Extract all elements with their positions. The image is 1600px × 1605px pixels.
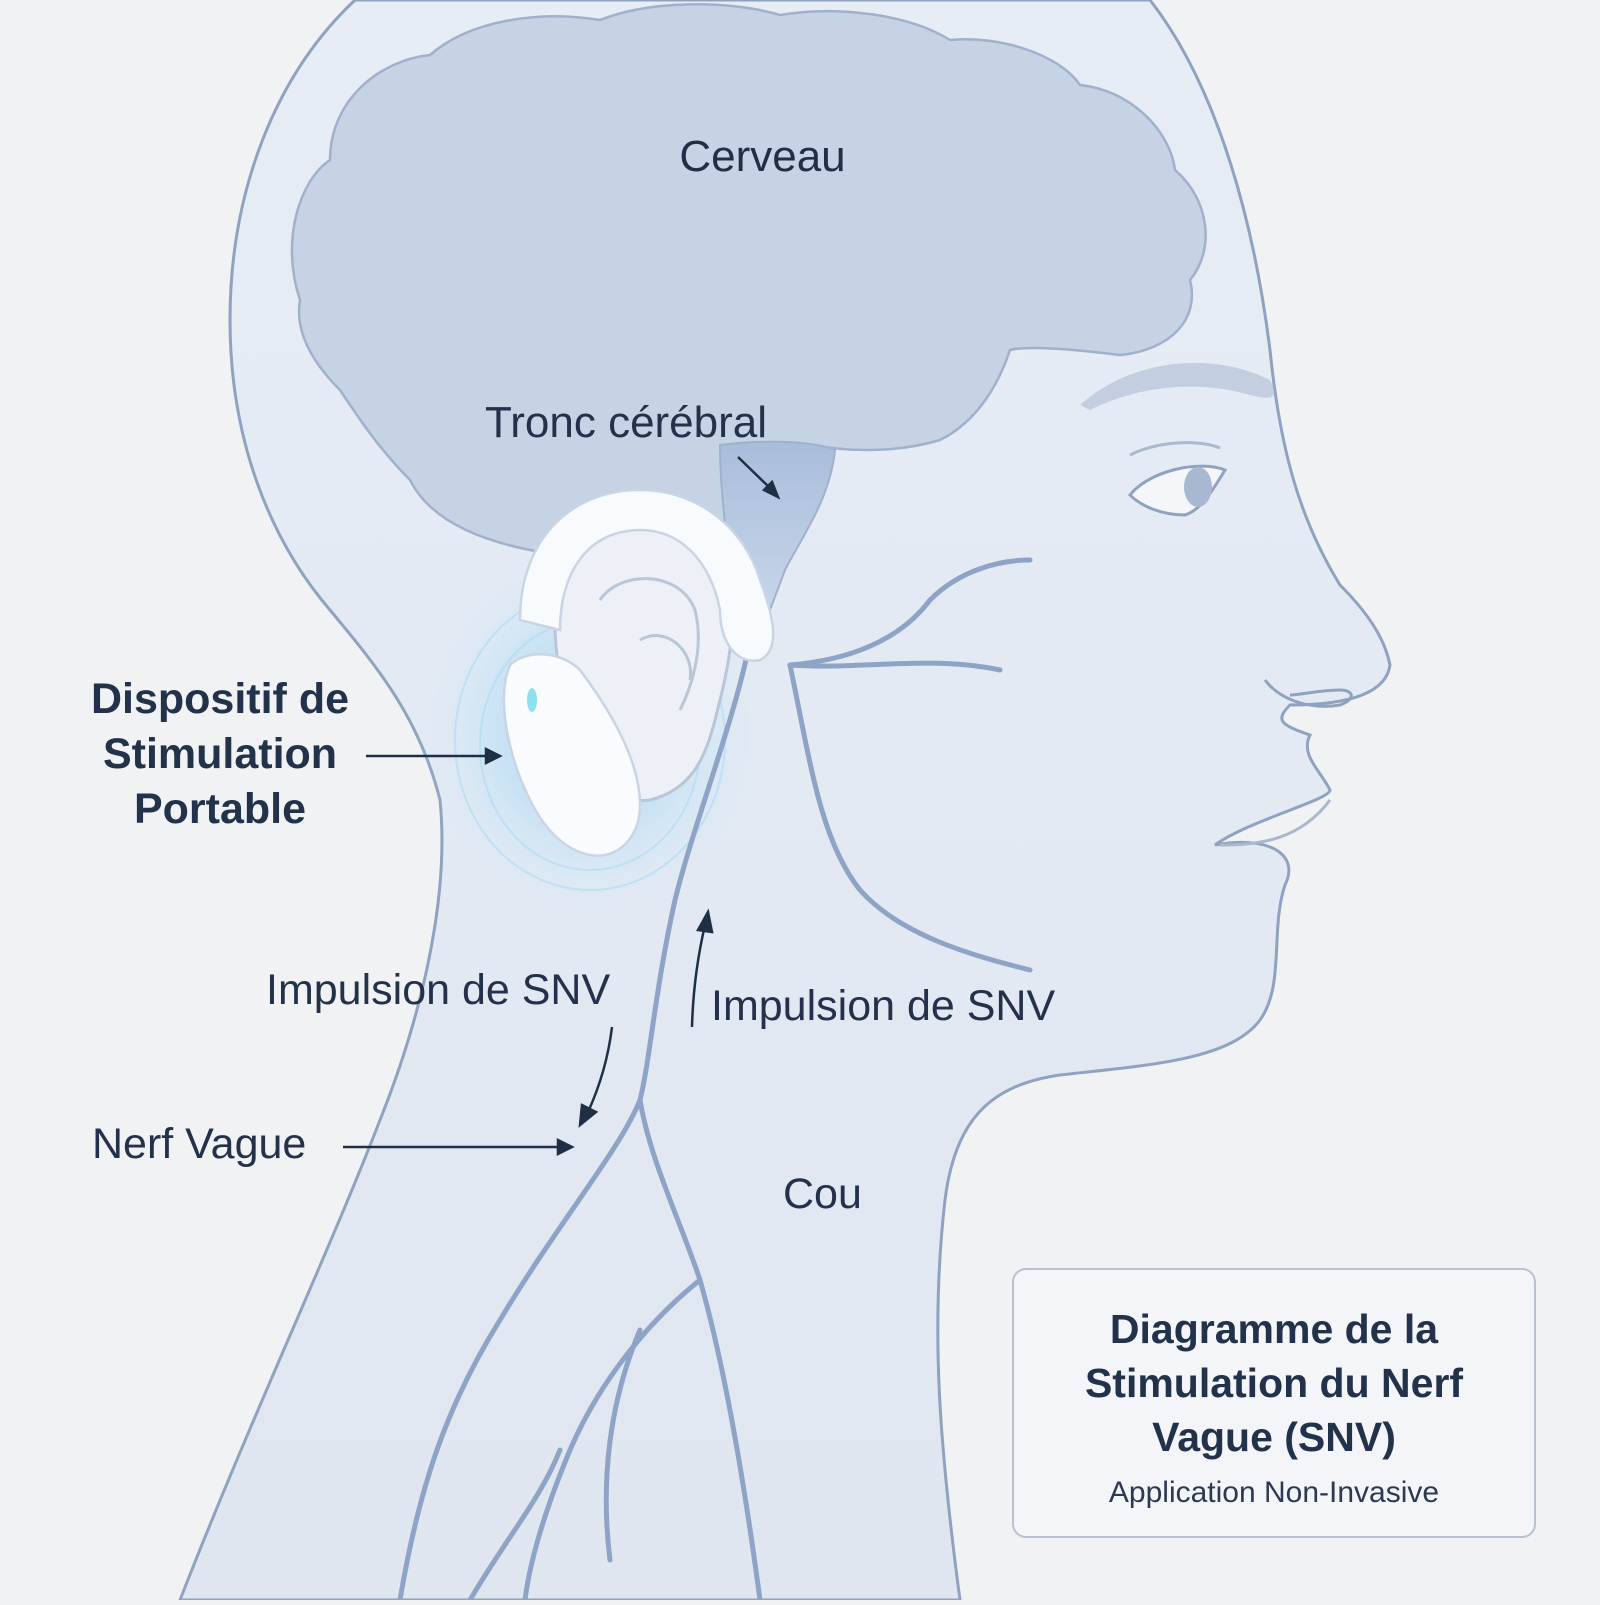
stimulation-device	[502, 488, 775, 858]
brain-label: Cerveau	[679, 132, 846, 181]
device-label: Dispositif de Stimulation Portable	[90, 675, 350, 833]
brainstem-arrow	[737, 456, 773, 491]
nostril	[1263, 679, 1353, 708]
brainstem-label: Tronc cérébral	[485, 398, 768, 447]
impulse-up-arrow	[690, 924, 707, 1028]
annotation-arrows	[343, 456, 781, 1157]
title-box: Diagramme de la Stimulation du Nerf Vagu…	[1012, 1268, 1536, 1538]
impulse-label-right: Impulsion de SNV	[711, 982, 1056, 1030]
impulse-down-arrow	[586, 1026, 614, 1113]
vagus-nerve	[397, 557, 1033, 1603]
diagram-title: Diagramme de la Stimulation du Nerf Vagu…	[1084, 1306, 1464, 1460]
vagus-nerve-label: Nerf Vague	[92, 1120, 307, 1168]
mouth	[1219, 799, 1332, 847]
diagram-subtitle: Application Non-Invasive	[1108, 1476, 1440, 1509]
neck-label: Cou	[783, 1170, 862, 1218]
brain-shape	[290, 3, 1207, 559]
eyebrow	[1080, 362, 1274, 410]
impulse-label-left: Impulsion de SNV	[266, 966, 611, 1014]
